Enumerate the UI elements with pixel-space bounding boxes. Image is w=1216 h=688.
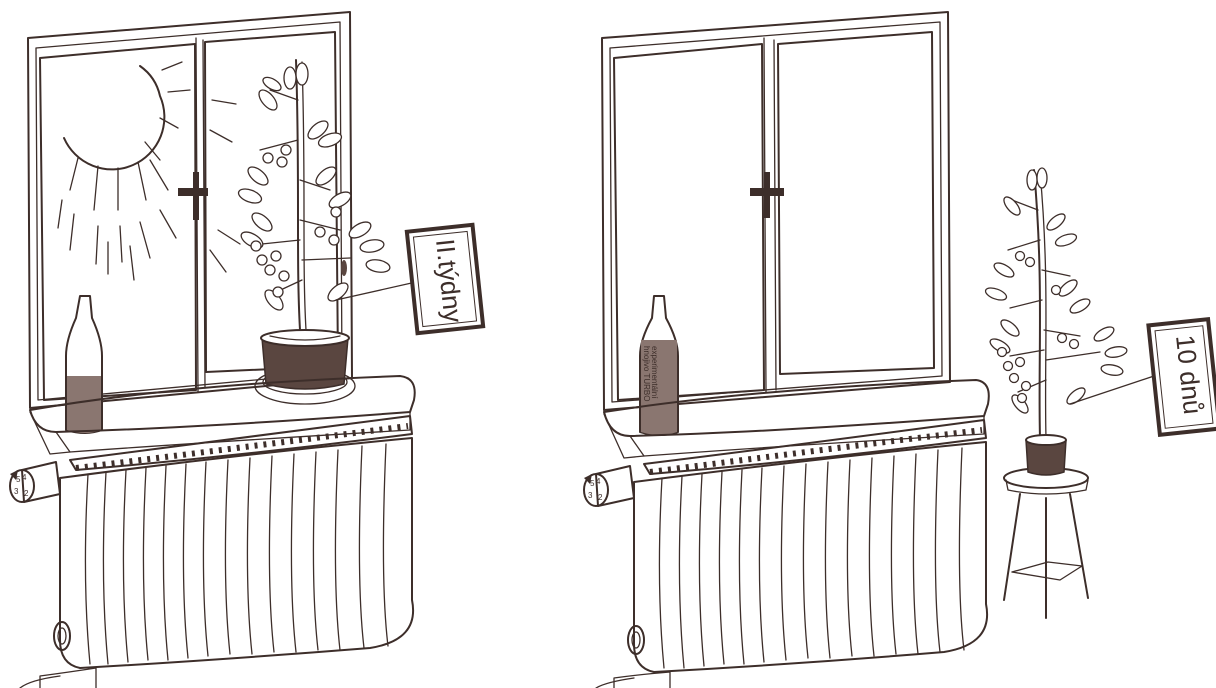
dial-number: 4 <box>22 473 27 482</box>
right-fertilizer-bottle: experimentální hnojivo TURBO <box>640 296 678 435</box>
left-growth-label: II.týdny <box>336 225 483 333</box>
left-scene: II.týdny <box>10 12 483 688</box>
right-thermostat-dial: 5 4 3 2 <box>584 466 634 506</box>
dial-number: 5 <box>590 479 595 488</box>
dial-number: 2 <box>24 489 29 498</box>
left-tomato-plant <box>237 60 391 330</box>
sun-icon <box>58 62 240 280</box>
dial-number: 3 <box>588 491 593 500</box>
dial-number: 2 <box>598 493 603 502</box>
plant-stand <box>1004 468 1088 618</box>
right-scene: experimentální hnojivo TURBO <box>584 12 1216 688</box>
right-tomato-plant <box>984 168 1128 438</box>
right-growth-label: 10 dnů <box>1070 319 1216 435</box>
bottle-label-line2: hnojivo TURBO <box>642 346 651 401</box>
left-radiator <box>20 438 413 688</box>
left-thermostat-dial: 5 4 3 2 <box>10 462 60 502</box>
left-pot <box>255 330 355 404</box>
left-bottle <box>66 296 102 433</box>
dial-number: 5 <box>16 475 21 484</box>
right-radiator <box>596 442 987 688</box>
dial-number: 3 <box>14 487 19 496</box>
dial-number: 4 <box>596 477 601 486</box>
right-pot <box>1026 435 1066 475</box>
